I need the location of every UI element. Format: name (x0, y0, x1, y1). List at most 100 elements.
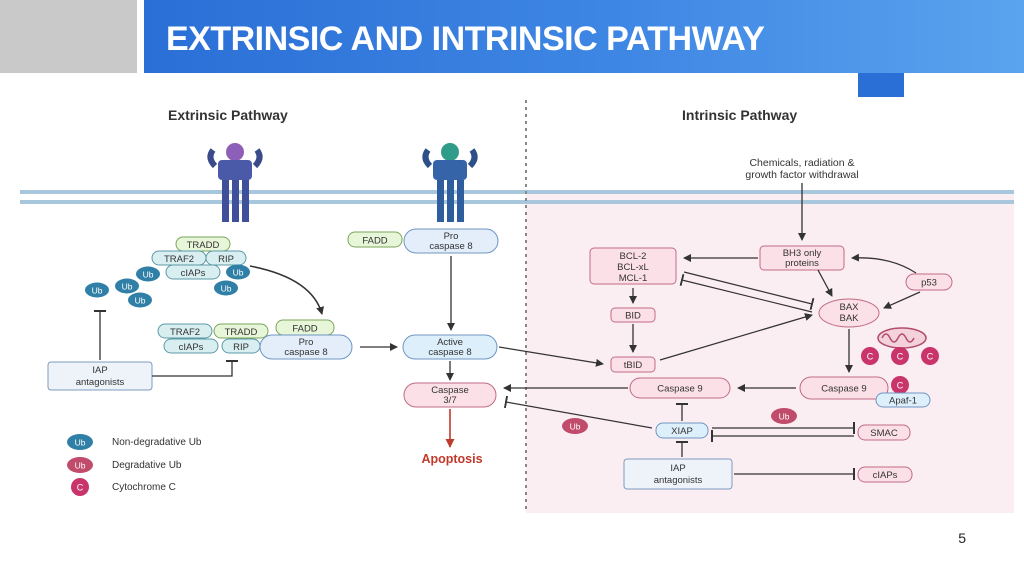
pro-caspase8-2-label: caspase 8 (429, 241, 472, 252)
ub-label: Ub (143, 270, 154, 280)
ub-label: Ub (221, 284, 232, 294)
legend-cytochrome: Cytochrome C (112, 482, 176, 493)
arrow-to-tbid (498, 346, 604, 367)
caspase9-label: Caspase 9 (657, 384, 702, 395)
mcl1-label: MCL-1 (619, 273, 648, 284)
ub-label: Ub (75, 438, 86, 448)
bh3-node (759, 245, 845, 271)
pro-caspase8-top-node (403, 228, 499, 254)
bak-label: BAK (839, 313, 859, 324)
extrinsic-title: Extrinsic Pathway (168, 107, 288, 123)
bclxl-label: BCL-xL (617, 262, 649, 273)
apaf1-node (875, 392, 931, 408)
cytochrome-c-group: C C C (861, 347, 939, 365)
inhibit-bcl2-bax (683, 271, 815, 311)
pro-caspase8-b-node (259, 334, 353, 360)
caspase9-node (629, 377, 731, 399)
bh3-1-label: BH3 only (783, 248, 822, 259)
smac-node (857, 424, 911, 441)
bid-label: BID (625, 311, 641, 322)
ub-label: Ub (92, 286, 103, 296)
tradd-b-node (213, 323, 269, 339)
c-label: C (897, 381, 904, 391)
xiap-node (655, 422, 709, 439)
fadd-top-node (347, 231, 403, 248)
bcl2-family-node (589, 247, 677, 285)
inhibit-bax-bcl2 (679, 273, 813, 313)
fadd-label: FADD (292, 324, 317, 335)
pro-caspase8-1-label: Pro (299, 337, 314, 348)
smac-label: SMAC (870, 428, 898, 439)
death-receptor-2 (422, 143, 478, 222)
title-bar-tab (858, 73, 904, 97)
bcl2-label: BCL-2 (620, 251, 647, 262)
bh3-2-label: proteins (785, 258, 819, 269)
tbid-node (610, 356, 656, 373)
tradd-node (175, 236, 231, 252)
pro-caspase8-1-label: Pro (444, 231, 459, 242)
trigger-line-2: growth factor withdrawal (745, 169, 858, 181)
bax-label: BAX (839, 302, 859, 313)
ub-label: Ub (75, 461, 86, 471)
c-label: C (927, 352, 934, 362)
intrinsic-title: Intrinsic Pathway (682, 107, 797, 123)
caspase37-1-label: Caspase (431, 385, 469, 396)
ciaps-b-label: cIAPs (179, 342, 204, 353)
xiap-label: XIAP (671, 426, 693, 437)
rip-b-label: RIP (233, 342, 249, 353)
legend: Ub Non-degradative Ub Ub Degradative Ub … (67, 434, 202, 496)
ub-label: Ub (570, 422, 581, 432)
intrinsic-panel (526, 190, 1014, 513)
ciaps-intrinsic-node (857, 466, 913, 483)
bax-bak-node (818, 298, 880, 328)
caspase37-node (403, 382, 497, 408)
iap-antagonists-2-label: antagonists (76, 377, 125, 388)
degradative-ub-smac (771, 408, 797, 424)
c-label: C (77, 483, 84, 493)
traf2-b-label: TRAF2 (170, 327, 200, 338)
iap-antagonists-intrinsic (623, 458, 733, 490)
iap-antagonists-1-label: IAP (92, 365, 107, 376)
bid-node (610, 307, 656, 323)
legend-non-degradative: Non-degradative Ub (112, 437, 202, 448)
inhibit-ciaps-b (152, 360, 238, 377)
pro-caspase8-2-label: caspase 8 (284, 347, 327, 358)
arrow-tbid-to-bax (659, 313, 813, 361)
tbid-label: tBID (624, 360, 643, 371)
arrow-bh3-to-bax (817, 269, 833, 297)
c-label: C (897, 352, 904, 362)
p53-node (905, 273, 953, 291)
membrane-top (20, 190, 1014, 194)
p53-label: p53 (921, 278, 937, 289)
trigger-line-1: Chemicals, radiation & (749, 157, 854, 169)
ub-label: Ub (135, 296, 146, 306)
title-bar (144, 0, 1024, 73)
caspase9-b-label: Caspase 9 (821, 384, 866, 395)
ciaps-label: cIAPs (181, 268, 206, 279)
c-label: C (867, 352, 874, 362)
iap2-2-label: antagonists (654, 475, 703, 486)
ub-chain: Ub Ub Ub Ub Ub Ub (85, 264, 250, 308)
cytochrome-c-bound (891, 376, 909, 394)
degradative-ub-xiap (562, 418, 588, 434)
tradd-label: TRADD (187, 240, 220, 251)
inhibit-xiap-caspase37 (503, 395, 653, 429)
ciaps-c-label: cIAPs (873, 470, 898, 481)
arrow-complex-transition (249, 265, 324, 315)
apoptosis-label: Apoptosis (421, 452, 482, 466)
mitochondrion-icon (877, 327, 927, 349)
ciaps-node (165, 264, 221, 280)
ub-label: Ub (779, 412, 790, 422)
traf2-label: TRAF2 (164, 254, 194, 265)
slide-title: EXTRINSIC AND INTRINSIC PATHWAY (166, 20, 765, 58)
caspase9-apoptosome-node (799, 376, 889, 400)
apaf1-label: Apaf-1 (889, 396, 917, 407)
corner-block (0, 0, 137, 73)
death-receptor-1 (207, 143, 263, 222)
arrow-p53-to-bax (883, 291, 921, 309)
fadd-top-label: FADD (362, 236, 387, 247)
arrow-p53-to-bh3 (851, 253, 917, 274)
active-caspase8-node (402, 334, 498, 360)
iap2-1-label: IAP (670, 463, 685, 474)
